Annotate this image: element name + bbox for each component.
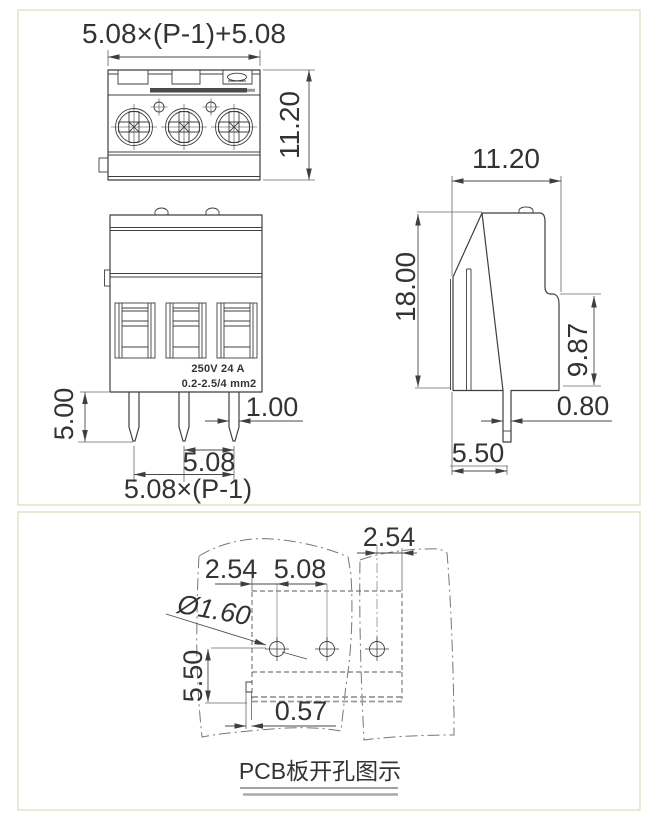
wire-opening-2 (165, 302, 207, 359)
pcb-drill-view (196, 538, 455, 741)
footprint-notch (245, 681, 252, 693)
drill-hole-2 (315, 637, 339, 661)
dim-label-total-width: 5.08×(P-1)+5.08 (82, 18, 286, 49)
latch-oval (227, 72, 247, 82)
dim-pcb-row-offset: 5.50 (178, 647, 266, 704)
solder-pin (178, 391, 190, 442)
front-view: 250V 24 A 0.2-2.5/4 mm2 (104, 207, 263, 442)
alignment-target (202, 98, 220, 116)
dim-top-total-width: 5.08×(P-1)+5.08 (82, 18, 286, 66)
dim-label-pin-length: 5.00 (49, 388, 79, 441)
screw-1 (111, 104, 157, 150)
wire-opening-1 (114, 302, 156, 359)
dim-label-notch: 0.57 (275, 696, 328, 726)
side-tab (98, 157, 109, 173)
dim-label-pitch: 5.08 (183, 447, 236, 477)
notch (222, 69, 253, 85)
dim-label-hole-pitch: 5.08 (274, 554, 327, 584)
dim-label-pin-width: 1.00 (246, 392, 299, 422)
wire-opening-3 (216, 302, 258, 359)
dim-label-side-height: 18.00 (390, 252, 421, 322)
dim-label-pin-span: 5.08×(P-1) (124, 474, 252, 504)
top-bump (154, 207, 169, 215)
dim-pcb-notch: 0.57 (225, 696, 336, 729)
dim-label-pin-thickness: 0.80 (557, 391, 610, 421)
slot (466, 268, 472, 390)
drill-hole-3 (365, 637, 389, 661)
top-view (98, 69, 261, 181)
dim-label-right-offset: 2.54 (363, 522, 416, 552)
side-tab (104, 269, 111, 287)
pcb-board-right (359, 548, 455, 741)
top-bump (518, 206, 534, 213)
dim-label-pin-offset: 5.50 (452, 438, 505, 468)
solder-pin (228, 391, 240, 442)
top-bump (205, 207, 220, 215)
drill-hole-1 (265, 637, 289, 661)
dim-pcb-right-offset: 2.54 (357, 522, 417, 556)
dim-hole-diameter: Ø1.60 (165, 589, 308, 660)
dim-label-hole-diameter: Ø1.60 (174, 589, 253, 631)
dim-label-row-offset: 5.50 (178, 650, 208, 703)
dim-top-depth: 11.20 (263, 69, 315, 181)
pcb-board-left (196, 538, 353, 738)
pcb-caption-text: PCB板开孔图示 (239, 758, 401, 784)
label-strip (150, 88, 247, 93)
dim-pin-width: 1.00 (205, 392, 303, 424)
upper-panel-border (17, 9, 641, 506)
side-view (450, 206, 560, 443)
notch (171, 69, 201, 85)
dim-pin-thickness: 0.80 (481, 391, 612, 424)
dim-label-edge-offset: 2.54 (205, 554, 258, 584)
dim-label-side-width: 11.20 (472, 143, 540, 174)
dim-side-width: 11.20 (451, 143, 562, 292)
dim-side-height: 18.00 (390, 211, 482, 389)
dim-pin-length: 5.00 (49, 388, 133, 443)
dim-pcb-edge-and-pitch: 2.54 5.08 (205, 554, 327, 587)
notch (117, 69, 149, 85)
rating-text-2: 0.2-2.5/4 mm2 (182, 378, 257, 390)
dim-upper-height: 9.87 (560, 293, 601, 387)
dim-label-depth: 11.20 (274, 91, 305, 159)
rating-text-1: 250V 24 A (191, 363, 244, 375)
alignment-target (150, 98, 168, 116)
solder-pin (128, 391, 140, 442)
lower-panel-border (17, 511, 641, 811)
dim-pin-offset: 5.50 (450, 392, 508, 475)
dim-label-upper-height: 9.87 (562, 323, 593, 378)
screw-3 (211, 104, 257, 150)
solder-pin-side (502, 389, 512, 443)
screw-2 (161, 104, 207, 150)
dim-pin-pitch: 5.08 5.08×(P-1) (124, 446, 252, 504)
pcb-caption: PCB板开孔图示 (239, 758, 401, 796)
